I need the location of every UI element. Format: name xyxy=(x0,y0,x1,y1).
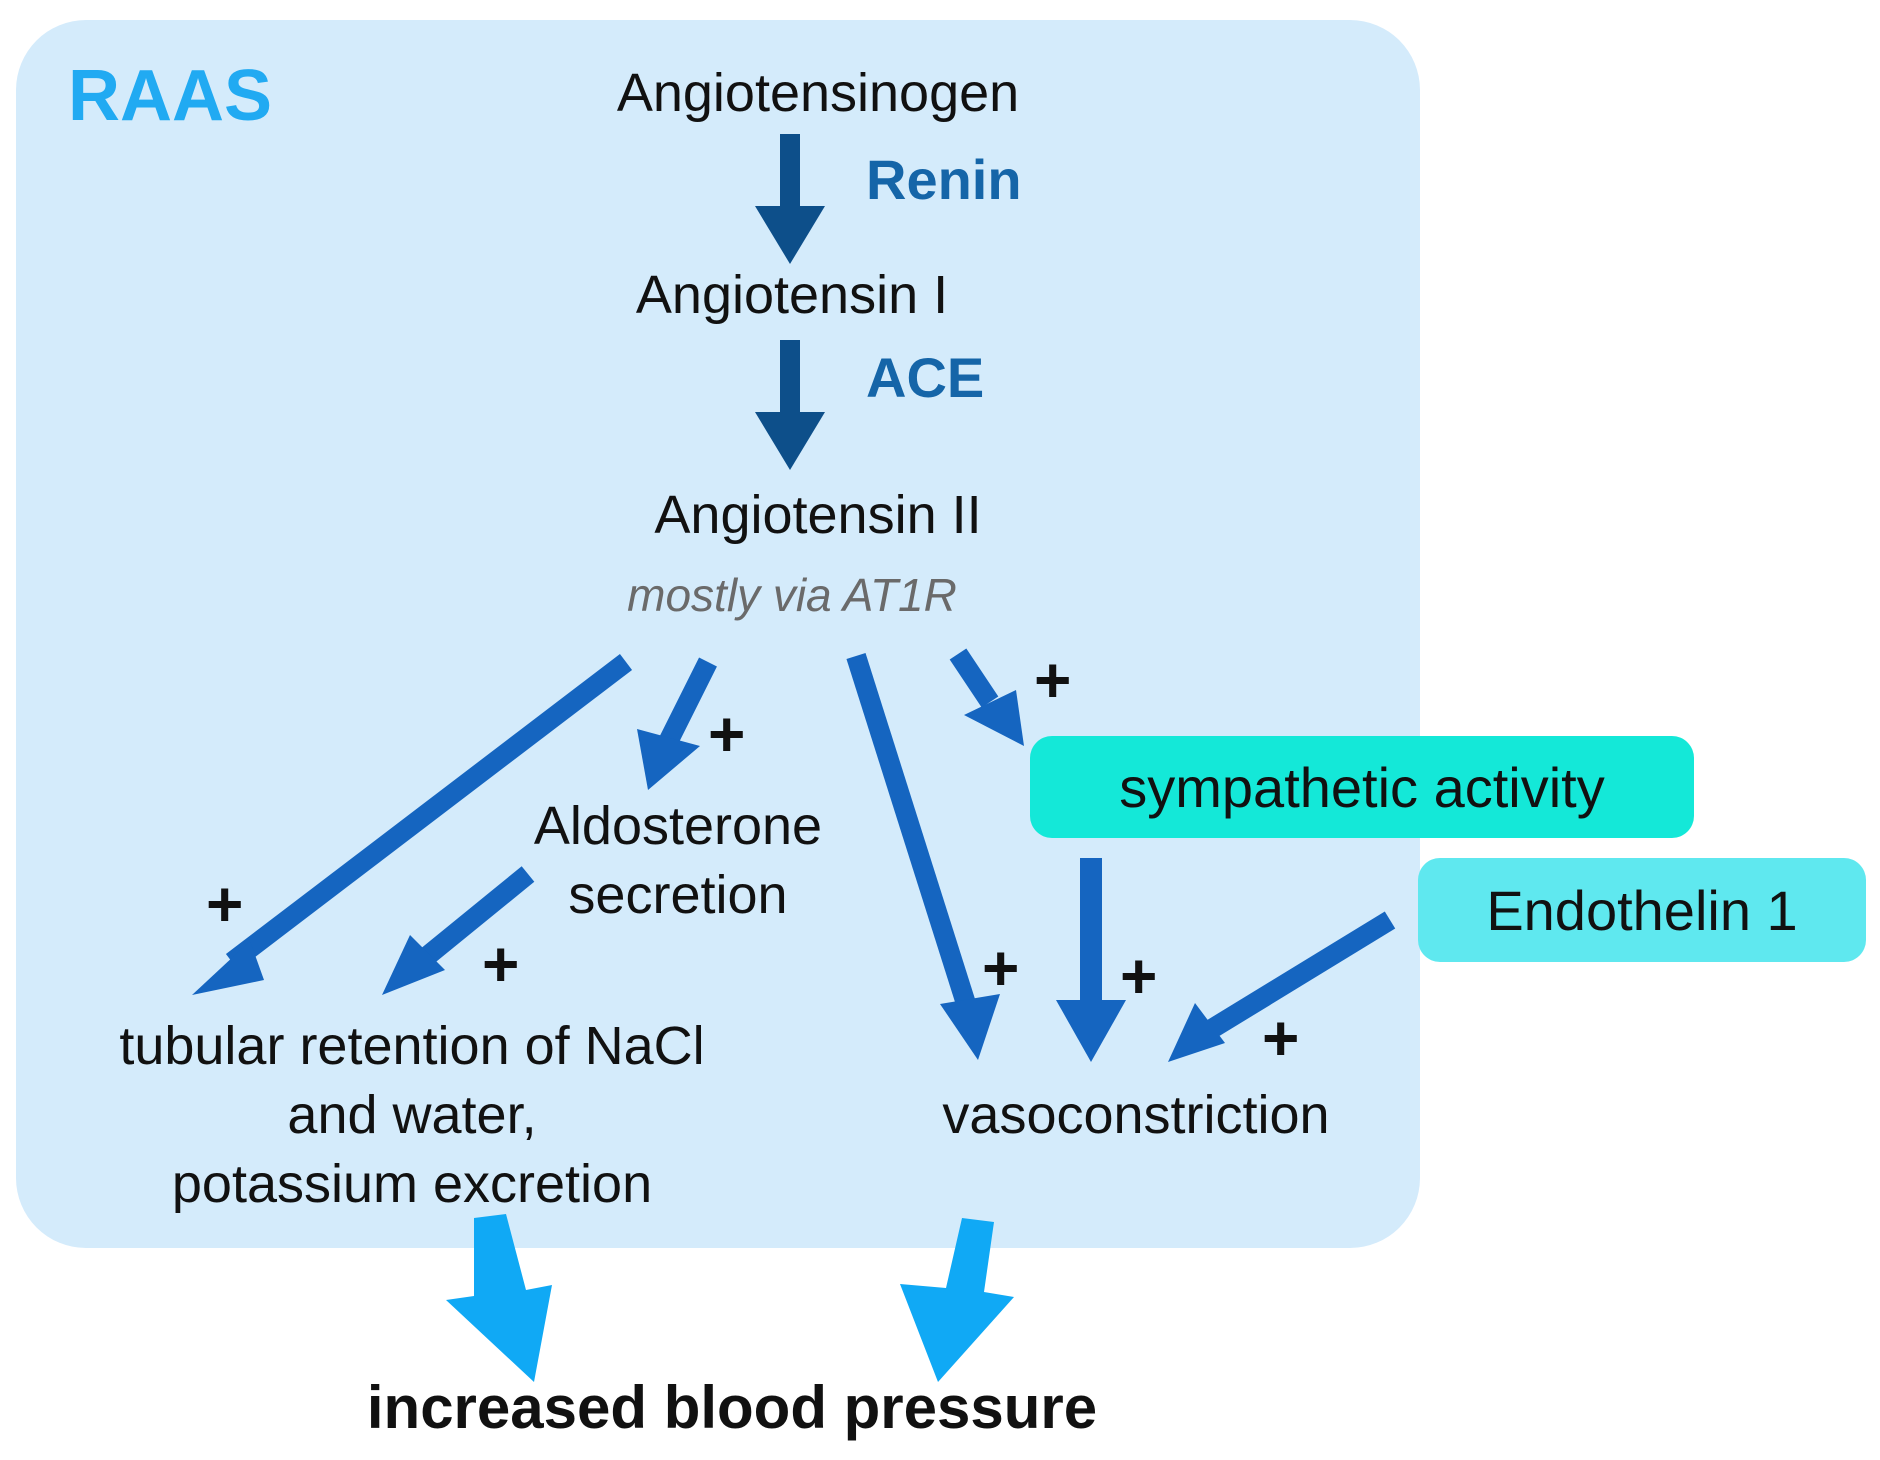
arrow-to-vasoconstriction xyxy=(846,652,1000,1060)
sympathetic-activity-label: sympathetic activity xyxy=(1119,755,1605,819)
ace-arrow xyxy=(755,340,825,470)
arrow-to-aldosterone xyxy=(637,657,717,790)
plus-sign-sympathetic-vaso: + xyxy=(1120,940,1158,1012)
vasoconstriction-label: vasoconstriction xyxy=(942,1085,1330,1145)
angiotensinogen-label: Angiotensinogen xyxy=(616,63,1020,123)
aldosterone-label: Aldosterone secretion xyxy=(533,796,823,926)
plus-sign-aldosterone-tubular: + xyxy=(482,928,520,1000)
angiotensin-1-label: Angiotensin I xyxy=(635,265,949,325)
outcome-arrow-right xyxy=(900,1218,1014,1382)
arrow-aldosterone-to-tubular xyxy=(382,866,535,995)
renin-label: Renin xyxy=(866,148,1022,211)
increased-blood-pressure-label: increased blood pressure xyxy=(366,1374,1098,1441)
arrow-to-tubular xyxy=(192,654,633,995)
plus-sign-vasoconstriction: + xyxy=(982,932,1020,1004)
arrow-sympathetic-to-vasoconstriction xyxy=(1056,858,1126,1062)
plus-sign-aldosterone: + xyxy=(708,698,746,770)
arrow-endothelin-to-vasoconstriction xyxy=(1168,911,1396,1062)
sympathetic-activity-box: sympathetic activity xyxy=(1030,736,1694,838)
renin-arrow xyxy=(755,134,825,264)
at1r-note: mostly via AT1R xyxy=(627,569,957,621)
endothelin-label: Endothelin 1 xyxy=(1486,878,1798,942)
plus-sign-endothelin: + xyxy=(1262,1002,1300,1074)
tubular-retention-label: tubular retention of NaCl and water, pot… xyxy=(119,1016,705,1215)
angiotensin-2-label: Angiotensin II xyxy=(654,485,982,545)
outcome-arrow-left xyxy=(446,1214,552,1382)
diagram-title: RAAS xyxy=(68,56,273,136)
arrow-to-sympathetic xyxy=(949,648,1024,746)
plus-sign-tubular: + xyxy=(206,868,244,940)
plus-sign-sympathetic: + xyxy=(1034,644,1072,716)
ace-label: ACE xyxy=(866,346,985,409)
endothelin-box: Endothelin 1 xyxy=(1418,858,1866,962)
